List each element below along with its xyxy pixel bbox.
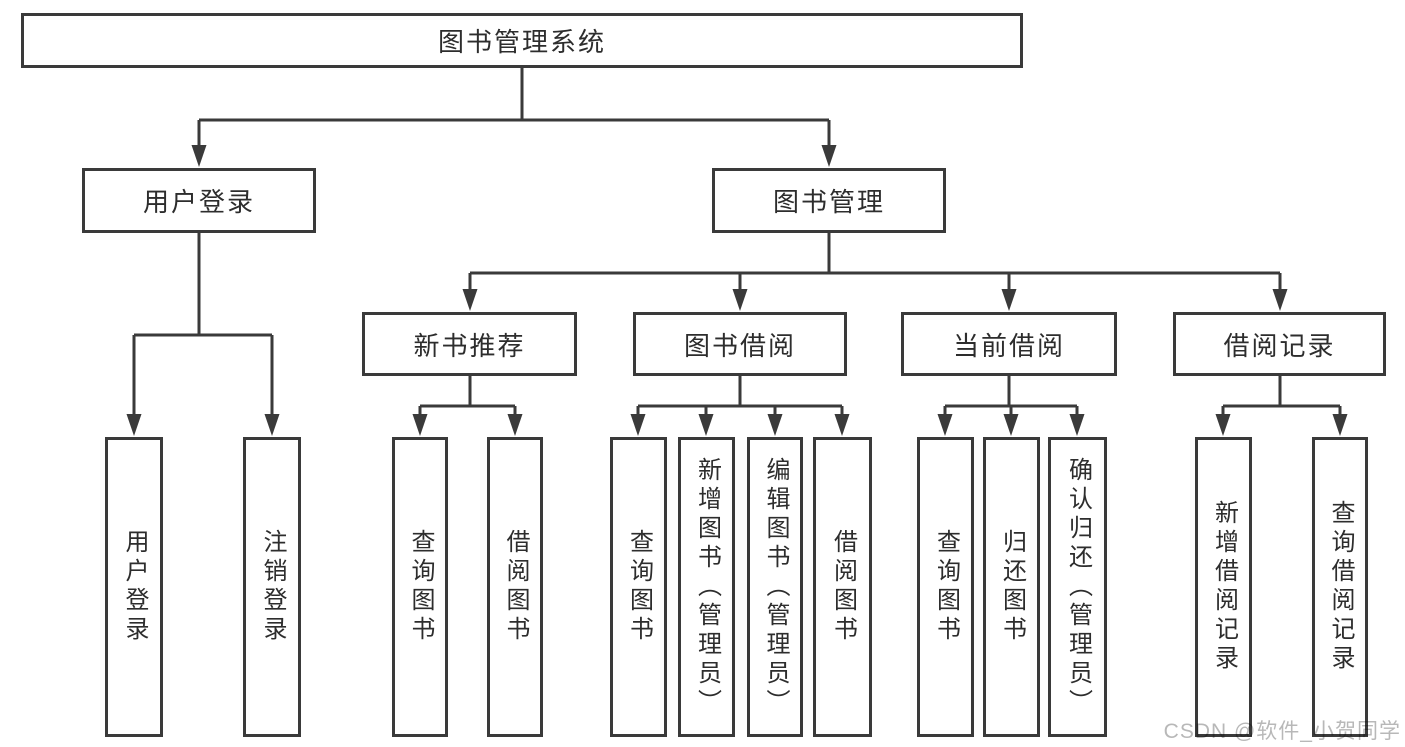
node-user-login: 用户登录: [82, 168, 316, 233]
edge-root-to-level2: [191, 68, 837, 167]
edge-new-book-children: [412, 376, 523, 436]
leaf-borrow-books-1: 借阅图书: [487, 437, 543, 737]
leaf-borrow-books-1-label: 借阅图书: [502, 529, 529, 645]
node-new-book-recommend: 新书推荐: [362, 312, 577, 376]
leaf-confirm-return-admin-label: 确认归还（管理员）: [1064, 456, 1092, 718]
node-new-book-recommend-label: 新书推荐: [413, 330, 526, 361]
edge-book-management-children: [462, 233, 1288, 311]
leaf-edit-books-admin-label: 编辑图书（管理员）: [762, 456, 789, 718]
edge-borrow-record-children: [1215, 376, 1348, 436]
leaf-add-borrow-record-label: 新增借阅记录: [1210, 500, 1238, 674]
node-borrow-records-label: 借阅记录: [1223, 330, 1336, 361]
leaf-query-books-2-label: 查询图书: [625, 529, 653, 645]
node-borrow-records: 借阅记录: [1173, 312, 1386, 376]
node-book-borrow-label: 图书借阅: [683, 330, 796, 361]
leaf-add-books-admin-label: 新增图书（管理员）: [693, 456, 721, 718]
edge-book-borrow-children: [630, 376, 850, 436]
leaf-query-borrow-record-label: 查询借阅记录: [1327, 500, 1354, 674]
leaf-borrow-books-2-label: 借阅图书: [829, 529, 857, 645]
leaf-confirm-return-admin: 确认归还（管理员）: [1048, 437, 1107, 737]
leaf-add-borrow-record: 新增借阅记录: [1195, 437, 1252, 737]
watermark: CSDN @软件_小贺同学: [1163, 720, 1401, 743]
edge-user-login-children: [126, 233, 280, 436]
node-root-label: 图书管理系统: [437, 27, 606, 57]
leaf-query-books-2: 查询图书: [610, 437, 667, 737]
leaf-query-borrow-record: 查询借阅记录: [1312, 437, 1368, 737]
leaf-return-books-label: 归还图书: [998, 529, 1026, 645]
leaf-logout: 注销登录: [243, 437, 301, 737]
node-book-management: 图书管理: [712, 168, 946, 233]
leaf-query-books-1-label: 查询图书: [407, 529, 434, 645]
leaf-return-books: 归还图书: [983, 437, 1040, 737]
leaf-query-books-3-label: 查询图书: [932, 529, 960, 645]
leaf-user-login: 用户登录: [105, 437, 163, 737]
leaf-add-books-admin: 新增图书（管理员）: [678, 437, 735, 737]
node-book-borrow: 图书借阅: [633, 312, 847, 376]
edge-current-borrow-children: [937, 376, 1085, 436]
node-current-borrow: 当前借阅: [901, 312, 1117, 376]
leaf-query-books-1: 查询图书: [392, 437, 448, 737]
leaf-borrow-books-2: 借阅图书: [813, 437, 872, 737]
node-root: 图书管理系统: [21, 13, 1023, 68]
leaf-logout-label: 注销登录: [259, 529, 286, 645]
node-current-borrow-label: 当前借阅: [952, 330, 1065, 361]
leaf-edit-books-admin: 编辑图书（管理员）: [747, 437, 803, 737]
node-user-login-label: 用户登录: [142, 187, 255, 217]
node-book-management-label: 图书管理: [772, 187, 885, 217]
leaf-query-books-3: 查询图书: [917, 437, 974, 737]
leaf-user-login-label: 用户登录: [121, 529, 148, 645]
